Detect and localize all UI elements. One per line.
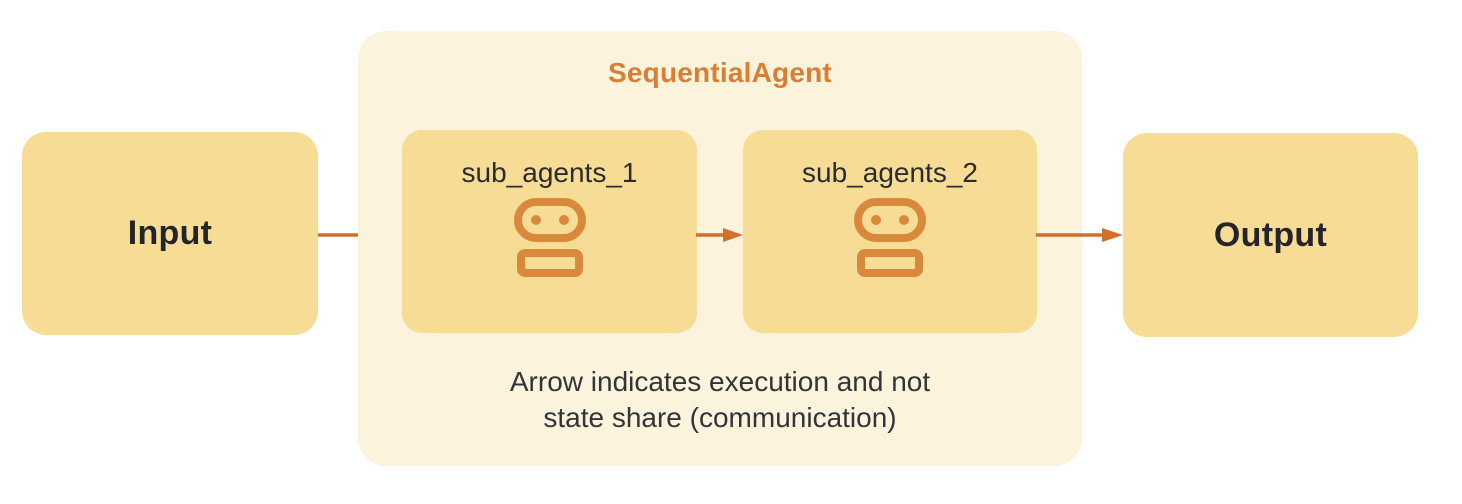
container-title: SequentialAgent <box>608 57 832 88</box>
arrow-right-icon <box>1036 228 1123 242</box>
input-label: Input <box>127 214 213 252</box>
agent-2-label: sub_agents_2 <box>802 157 978 188</box>
input-node: Input <box>22 132 318 335</box>
caption-line-1: Arrow indicates execution and not <box>509 366 931 397</box>
output-node: Output <box>1123 133 1418 337</box>
robot-icon <box>854 198 926 277</box>
caption-line-2: state share (communication) <box>543 402 897 433</box>
arrow-right-icon <box>696 228 743 242</box>
output-label: Output <box>1213 215 1328 254</box>
sequential-agent-container: SequentialAgent sub_agents_1 sub_agents_… <box>358 31 1082 466</box>
caption: Arrow indicates execution and not state … <box>358 364 1082 436</box>
robot-icon <box>513 198 586 277</box>
agent-1-label: sub_agents_1 <box>461 157 638 188</box>
agent-node-1: sub_agents_1 <box>402 130 697 333</box>
agent-node-2: sub_agents_2 <box>743 130 1037 333</box>
